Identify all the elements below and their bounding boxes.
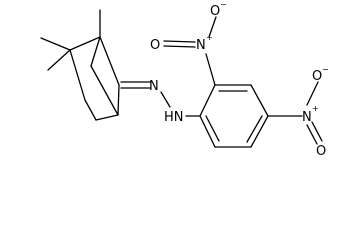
bond-nitro-top-o-double-a <box>163 40 196 43</box>
atom-nitro-top-o-single: O <box>210 4 220 19</box>
atom-nitro-top-n: N <box>196 38 206 53</box>
nitro-group-right <box>267 81 323 145</box>
bond-nitro-right-o-double-a <box>306 124 318 145</box>
bond-c-ring-c3 <box>90 65 119 116</box>
ring-bond-4 <box>250 115 269 148</box>
bond-nitro-right-o-single <box>306 81 319 106</box>
ring-double-2 <box>246 115 263 143</box>
ring-double-3 <box>205 115 220 142</box>
bond-ring-nitro-top <box>205 53 216 86</box>
bond-c6-c5 <box>84 99 97 121</box>
ring-bond-6 <box>199 115 216 148</box>
atom-hn: HN <box>164 110 184 125</box>
charge-nitro-right-o: − <box>322 65 329 74</box>
bond-c7-methyl-left <box>40 37 71 51</box>
bond-bridgehead-c7 <box>69 36 101 51</box>
charge-nitro-right-n: + <box>312 104 319 113</box>
atom-nitro-right-n: N <box>302 110 312 125</box>
bond-c4-c2 <box>117 84 120 116</box>
bond-c7-methyl-lower <box>47 49 71 71</box>
bond-nitro-top-o-single <box>208 16 217 38</box>
nitro-group-top <box>163 16 217 86</box>
bond-bridgehead-c-ring <box>90 36 101 67</box>
atom-nitro-top-o-double: O <box>150 38 160 53</box>
ring-bond-3 <box>250 84 269 117</box>
bond-n-nh <box>160 91 171 108</box>
atom-nitro-right-o-double: O <box>316 144 326 157</box>
bond-nitro-right-o-double-b <box>311 121 323 142</box>
benzene-ring <box>199 84 269 148</box>
bond-c5-c4 <box>95 114 119 121</box>
atom-nitro-right-o-single: O <box>312 69 322 84</box>
molecule-drawing: N HN N + O O − N + O − O <box>40 0 329 157</box>
ring-bond-1 <box>199 84 216 117</box>
hydrazone-linkage <box>120 81 201 117</box>
charge-nitro-top-n: + <box>206 33 213 42</box>
bicyclic-skeleton <box>40 9 120 121</box>
bond-c7-c6 <box>69 49 86 101</box>
bond-bridgehead-c2 <box>99 36 120 86</box>
atom-labels: N HN N + O O − N + O − O <box>149 0 329 157</box>
atom-n-hydrazone: N <box>149 79 159 94</box>
bond-nitro-top-o-double-b <box>163 45 196 48</box>
charge-nitro-top-o: − <box>220 0 227 9</box>
structure-diagram: N HN N + O O − N + O − O <box>40 0 329 157</box>
